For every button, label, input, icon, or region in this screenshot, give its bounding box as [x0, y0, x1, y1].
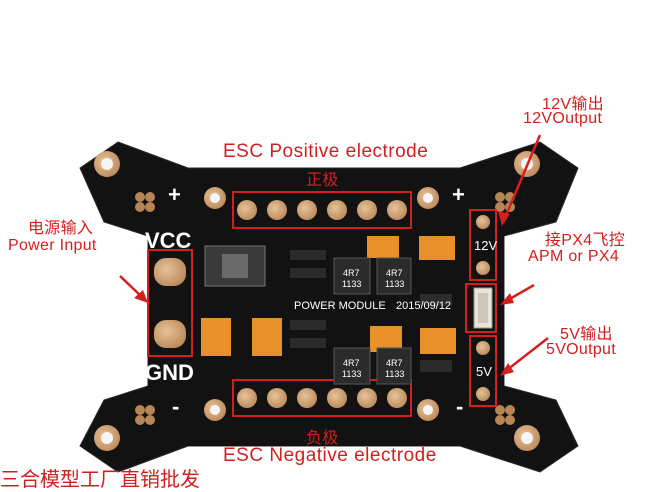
out12-label-cn: 12V输出 — [542, 96, 604, 113]
module-silk: POWER MODULE — [294, 300, 386, 312]
esc-negative-pads — [232, 379, 412, 417]
out5-label-cn: 5V输出 — [560, 326, 613, 343]
power-input-label-en: Power Input — [8, 237, 97, 254]
minus-silk-left: - — [172, 394, 180, 419]
out5-label-en: 5VOutput — [546, 341, 617, 358]
mounting-holes — [94, 151, 540, 451]
esc-positive-pads — [232, 191, 412, 229]
arm-pads — [135, 192, 515, 425]
gnd-silk: GND — [145, 360, 194, 385]
voltage-headers — [469, 209, 497, 407]
esc-positive-label-en: ESC Positive electrode — [223, 141, 429, 162]
jst-connector — [465, 283, 497, 333]
components — [201, 236, 456, 385]
inductor-code-silk-4: 1133 — [385, 369, 405, 379]
esc-negative-label-en: ESC Negative electrode — [223, 445, 437, 466]
v12-silk: 12V — [474, 238, 498, 253]
inductor-silk-3: 4R7 — [343, 358, 360, 368]
plus-silk-left: + — [168, 182, 181, 207]
annotation-arrows — [119, 134, 549, 376]
inductor-code-silk-2: 1133 — [385, 279, 405, 289]
px4-label-cn: 接PX4飞控 — [545, 232, 626, 249]
inductor-silk-1: 4R7 — [343, 268, 360, 278]
date-silk: 2015/09/12 — [396, 300, 452, 312]
esc-positive-label-cn: 正极 — [306, 172, 339, 189]
vcc-silk: VCC — [145, 228, 192, 253]
inductor-silk-2: 4R7 — [386, 268, 403, 278]
v5-silk: 5V — [476, 364, 492, 379]
inductor-code-silk-1: 1133 — [342, 279, 362, 289]
esc-negative-label-cn: 负极 — [306, 430, 339, 447]
power-module-photo — [79, 134, 579, 473]
plus-silk-right: + — [452, 182, 465, 207]
power-input-label-cn: 电源输入 — [28, 220, 94, 237]
footer-text: 三合模型工厂直销批发 — [0, 469, 200, 491]
out12-label-en: 12VOutput — [523, 110, 603, 127]
inductor-silk-4: 4R7 — [386, 358, 403, 368]
px4-label-en: APM or PX4 — [528, 248, 620, 265]
minus-silk-right: - — [456, 394, 464, 419]
inductor-code-silk-3: 1133 — [342, 369, 362, 379]
